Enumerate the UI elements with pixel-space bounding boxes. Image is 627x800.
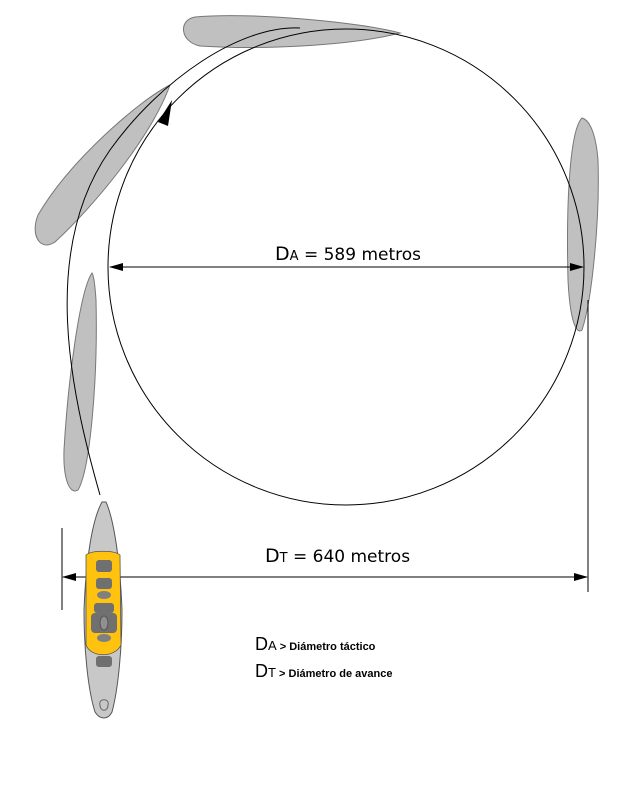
turning-path [66,27,301,496]
advance-diameter-label: DT = 640 metros [265,545,411,567]
legend-item-tactical: DA > Diámetro táctico [255,634,376,654]
ghost-ship-left [63,272,97,492]
direction-arrowhead [158,100,172,126]
tactical-diameter-label: DA = 589 metros [275,243,422,265]
ghost-ship-top [183,15,402,48]
ghost-ship-right [567,117,599,332]
battleship-icon [83,501,123,719]
ghost-ship-diagonal [34,83,171,246]
turning-circle [107,28,585,506]
legend-item-advance: DT > Diámetro de avance [255,661,393,681]
